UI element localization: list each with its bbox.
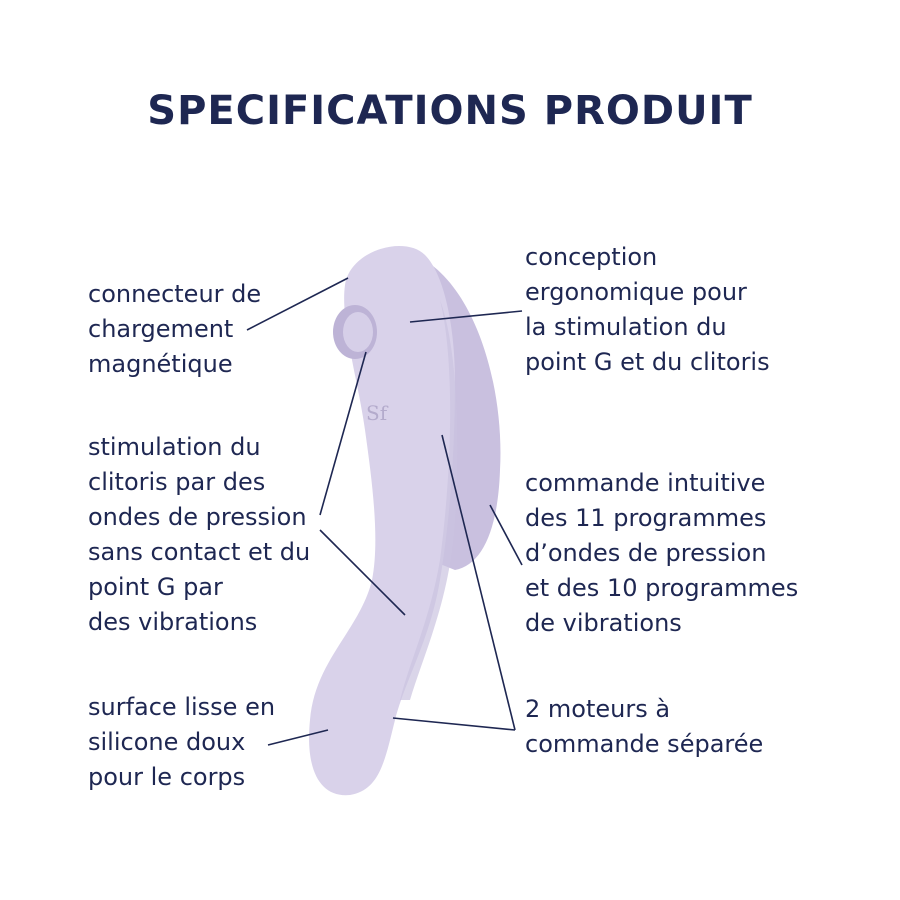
page-title: SPECIFICATIONS PRODUIT — [147, 88, 753, 134]
callout-line-charging — [246, 277, 349, 331]
callout-line-stimulation-a — [319, 351, 367, 516]
callout-line-ergonomic — [409, 310, 523, 323]
callout-line-stimulation-b — [319, 529, 406, 616]
label-two-motors: 2 moteurs à commande séparée — [525, 695, 764, 758]
label-ergonomic-design: conception ergonomique pour la stimulati… — [525, 243, 770, 376]
callout-line-motors-a — [441, 434, 516, 731]
brand-logo-icon: Sf — [366, 401, 389, 425]
label-intuitive-controls: commande intuitive des 11 programmes d’o… — [525, 469, 799, 637]
product-shading — [400, 300, 458, 700]
label-charging-connector: connecteur de chargement magnétique — [88, 280, 262, 378]
callout-line-motors-b — [392, 717, 516, 731]
pressure-opening-inner — [343, 312, 373, 352]
label-stimulation: stimulation du clitoris par des ondes de… — [88, 433, 311, 636]
callout-line-surface — [267, 729, 329, 746]
callout-line-controls — [489, 504, 523, 566]
product-body — [309, 246, 455, 796]
label-smooth-surface: surface lisse en silicone doux pour le c… — [88, 693, 276, 791]
